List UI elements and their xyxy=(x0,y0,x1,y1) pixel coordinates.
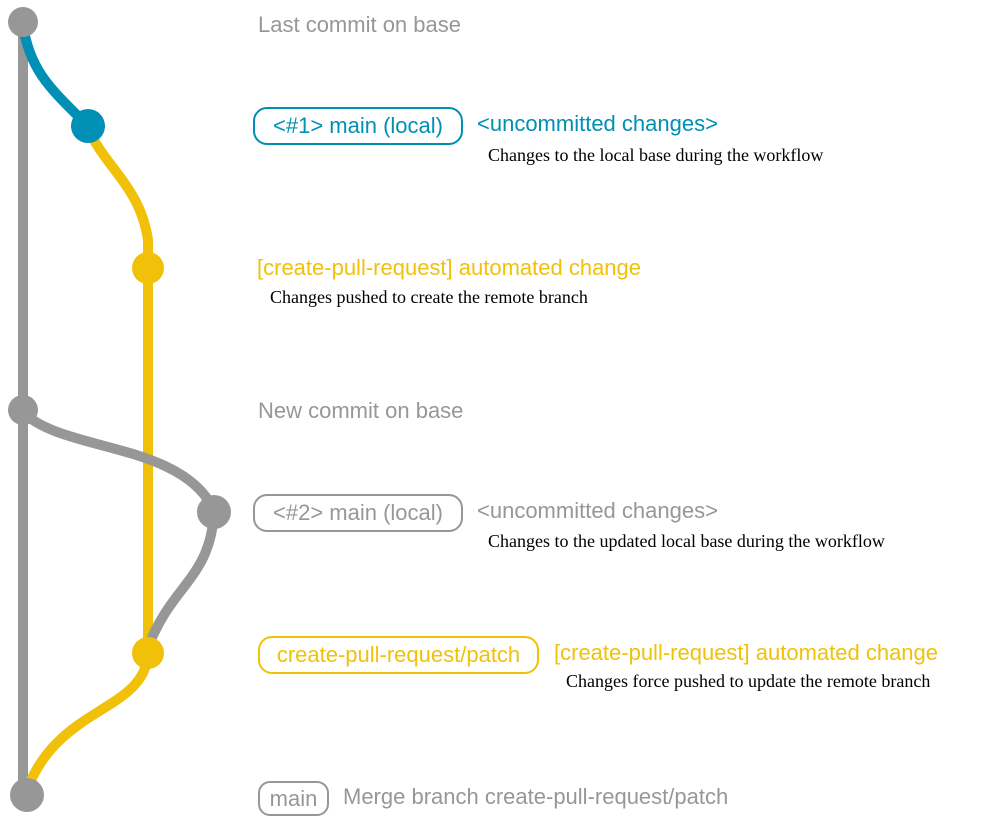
commit-message-automated-change-2: [create-pull-request] automated change xyxy=(554,640,939,665)
branch-tag-main-local-2: <#2> main (local) xyxy=(253,494,463,532)
commit-dot-main-local-2 xyxy=(197,495,231,529)
branch-tag-label: create-pull-request/patch xyxy=(276,642,521,667)
commit-message-automated-change-1: [create-pull-request] automated change xyxy=(257,255,642,280)
status-uncommitted-changes-2: <uncommitted changes> xyxy=(477,498,718,523)
status-uncommitted-changes-1: <uncommitted changes> xyxy=(477,111,718,136)
commit-message-new-base: New commit on base xyxy=(258,398,464,423)
branch-line-patch-merge xyxy=(22,650,153,795)
commit-message-merge: Merge branch create-pull-request/patch xyxy=(343,784,729,809)
commit-dot-main-local-1 xyxy=(71,109,105,143)
annotation-updated-local-base-changes: Changes to the updated local base during… xyxy=(488,531,885,551)
commit-dot-automated-change-1 xyxy=(132,252,164,284)
branch-tag-label: main xyxy=(269,785,318,811)
branch-tag-patch: create-pull-request/patch xyxy=(258,636,539,674)
commit-dot-last-base xyxy=(8,7,38,37)
commit-message-last-base: Last commit on base xyxy=(258,12,461,37)
branch-line-base-to-local2 xyxy=(18,407,219,515)
branch-tag-main: main xyxy=(258,781,329,816)
branch-tag-label: <#1> main (local) xyxy=(273,113,443,138)
commit-dot-new-base xyxy=(8,395,38,425)
commit-dot-merge xyxy=(10,778,44,812)
branch-line-local-main xyxy=(18,20,93,131)
branch-line-patch-create xyxy=(83,122,153,273)
annotation-force-pushed-update-remote: Changes force pushed to update the remot… xyxy=(566,671,931,691)
branch-tag-label: <#2> main (local) xyxy=(273,500,443,525)
branch-line-rebase-to-patch xyxy=(144,508,219,650)
branch-tag-main-local-1: <#1> main (local) xyxy=(253,107,463,145)
commit-dot-automated-change-2 xyxy=(132,637,164,669)
annotation-pushed-create-remote: Changes pushed to create the remote bran… xyxy=(270,287,588,307)
annotation-local-base-changes: Changes to the local base during the wor… xyxy=(488,145,824,165)
